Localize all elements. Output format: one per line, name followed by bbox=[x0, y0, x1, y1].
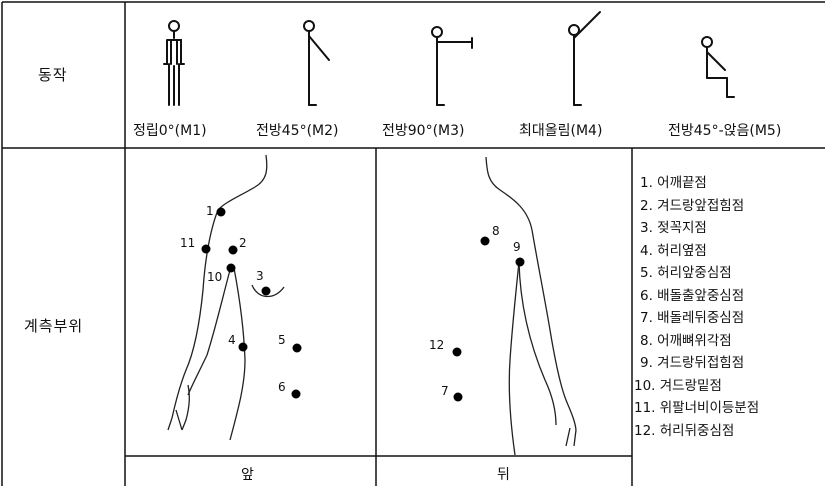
back-marker-label-9: 9 bbox=[513, 240, 521, 254]
list-item: 12. 허리뒤중심점 bbox=[634, 420, 759, 443]
measurement-point-list: 1. 어깨끝점 2. 겨드랑앞접힘점 3. 젖꼭지점 4. 허리옆점 5. 허리… bbox=[640, 172, 759, 442]
back-body-diagram bbox=[486, 157, 576, 455]
back-marker-label-7: 7 bbox=[441, 384, 449, 398]
front-marker-label-6: 6 bbox=[278, 380, 286, 394]
list-item: 8. 어깨뼈위각점 bbox=[640, 330, 759, 353]
back-marker-label-8: 8 bbox=[492, 224, 500, 238]
list-item: 10. 겨드랑밑점 bbox=[634, 375, 759, 398]
list-item: 9. 겨드랑뒤접힘점 bbox=[640, 352, 759, 375]
front-marker-label-5: 5 bbox=[278, 333, 286, 347]
list-item: 7. 배돌레뒤중심점 bbox=[640, 307, 759, 330]
list-item: 2. 겨드랑앞접힘점 bbox=[640, 195, 759, 218]
front-marker-label-1: 1 bbox=[206, 204, 214, 218]
list-item: 1. 어깨끝점 bbox=[640, 172, 759, 195]
list-item: 6. 배돌출앞중심점 bbox=[640, 285, 759, 308]
list-item: 4. 허리옆점 bbox=[640, 240, 759, 263]
list-item: 5. 허리앞중심점 bbox=[640, 262, 759, 285]
front-marker-label-11: 11 bbox=[180, 236, 195, 250]
front-marker-label-3: 3 bbox=[256, 269, 264, 283]
back-view-label: 뒤 bbox=[497, 464, 510, 484]
front-marker-dots bbox=[202, 208, 302, 399]
back-marker-label-12: 12 bbox=[429, 338, 444, 352]
front-marker-label-4: 4 bbox=[228, 333, 236, 347]
front-marker-label-2: 2 bbox=[239, 236, 247, 250]
list-item: 11. 위팔너비이등분점 bbox=[634, 397, 759, 420]
list-item: 3. 젖꼭지점 bbox=[640, 217, 759, 240]
front-view-label: 앞 bbox=[241, 464, 254, 484]
front-marker-label-10: 10 bbox=[207, 270, 222, 284]
